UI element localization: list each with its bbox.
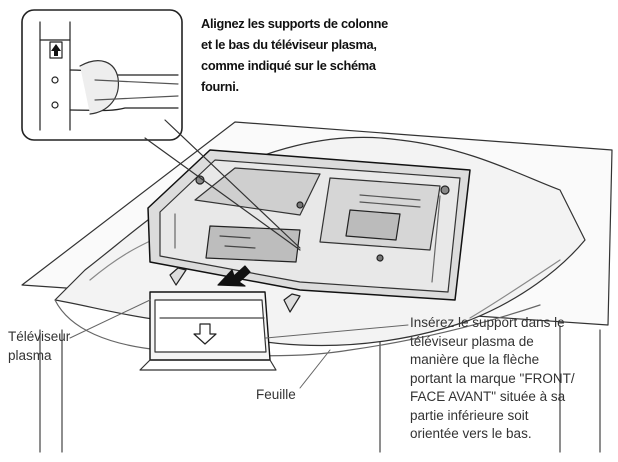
leader-line-insert [265,324,409,339]
label-insert-line-6: partie inférieure soit [410,407,529,423]
insert-direction-arrow-icon [217,265,251,287]
callout-instruction: Alignez les supports de colonne et le ba… [201,13,431,97]
leader-line-tv [69,299,151,339]
label-insert-instruction: Insérez le support dans le téléviseur pl… [410,314,575,444]
label-insert-line-3: manière que la flèche [410,352,540,367]
label-insert-line-1: Insérez le support dans le [410,315,565,330]
label-insert-line-2: téléviseur plasma de [410,333,534,349]
table-leg-left [39,329,63,453]
label-plasma-tv-line-1: Téléviseur [8,329,71,344]
callout-line-1: Alignez les supports de colonne [201,16,388,31]
label-insert-line-7: orientée vers le bas. [410,426,532,441]
label-plasma-tv: Téléviseur plasma [8,328,70,365]
column-support-left [169,267,187,286]
label-plasma-tv-line-2: plasma [8,347,52,363]
label-insert-line-4: portant la marque "FRONT/ [410,370,575,386]
leader-line-sheet [299,349,331,389]
label-sheet: Feuille [256,387,296,402]
zoom-pointer [144,119,301,251]
table-leg-right [379,325,601,453]
label-insert-line-5: FACE AVANT" située à sa [410,389,566,404]
arrow-up-icon [49,41,63,59]
arrow-down-icon [193,323,217,345]
column-support-right [283,293,301,313]
callout-line-4: fourni. [201,79,239,94]
callout-line-3: comme indiqué sur le schéma [201,58,376,73]
callout-line-2: et le bas du téléviseur plasma, [201,37,377,52]
